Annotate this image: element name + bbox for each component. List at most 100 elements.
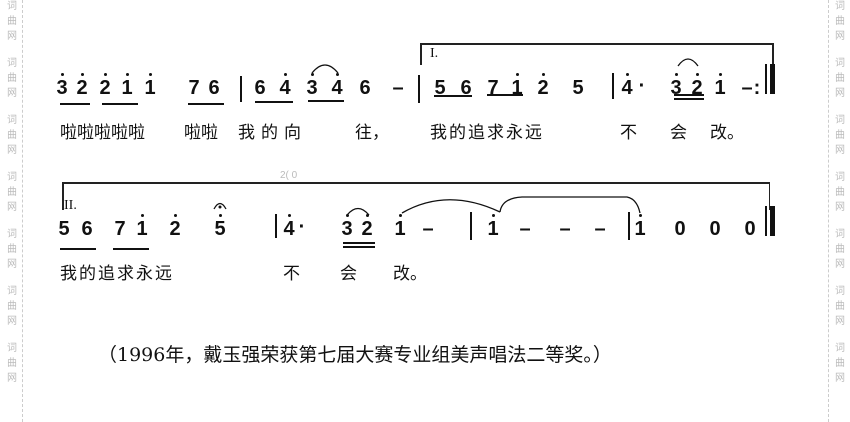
barline — [470, 212, 472, 240]
dash: – — [392, 77, 404, 99]
barline — [240, 76, 242, 102]
barline — [765, 64, 767, 94]
watermark-char: 曲 — [7, 358, 17, 369]
note: 5 — [434, 77, 446, 99]
lyric: 会 — [670, 123, 687, 143]
watermark-char: 网 — [835, 88, 845, 99]
watermark-char: 曲 — [835, 301, 845, 312]
note: 3 — [56, 73, 68, 99]
beam — [255, 101, 293, 103]
watermark-char: 网 — [7, 316, 17, 327]
note: 1 — [136, 214, 148, 240]
note: 1 — [634, 214, 646, 240]
watermark-char: 曲 — [835, 73, 845, 84]
watermark-char: 曲 — [835, 244, 845, 255]
beam — [343, 242, 375, 244]
tie — [401, 196, 641, 214]
slur — [346, 207, 370, 216]
note: 6 — [359, 77, 371, 99]
watermark-char: 词 — [7, 229, 17, 240]
note: 6 — [81, 218, 93, 240]
lyric: 啦啦 — [184, 123, 218, 143]
fermata-icon — [213, 202, 227, 210]
watermark-char: 曲 — [835, 16, 845, 27]
note: 2 — [361, 214, 373, 240]
watermark-char: 词 — [7, 172, 17, 183]
slur — [677, 58, 699, 67]
watermark-char: 网 — [835, 316, 845, 327]
watermark-char: 词 — [7, 1, 17, 12]
note: 1 — [144, 73, 156, 99]
lyric: 改。 — [710, 123, 744, 143]
watermark-char: 网 — [835, 373, 845, 384]
beam — [674, 98, 704, 100]
note: 2 — [169, 214, 181, 240]
watermark-char: 网 — [7, 145, 17, 156]
watermark-char: 词 — [835, 1, 845, 12]
barline — [418, 75, 420, 103]
barline — [275, 214, 277, 238]
note: 1 — [487, 214, 499, 240]
watermark-char: 词 — [7, 343, 17, 354]
watermark-char: 网 — [835, 145, 845, 156]
watermark-char: 词 — [7, 115, 17, 126]
note: 1 — [121, 73, 133, 99]
beam — [60, 103, 90, 105]
lyric: 我的向 — [238, 123, 307, 143]
watermark-char: 网 — [835, 259, 845, 270]
beam — [188, 103, 224, 105]
beam — [308, 100, 344, 102]
beam — [434, 95, 472, 97]
note: 1 — [714, 73, 726, 99]
watermark-char: 曲 — [835, 130, 845, 141]
caption: （1996年，戴玉强荣获第七届大赛专业组美声唱法二等奖。） — [98, 344, 612, 366]
watermark-right: 词曲网 词曲网 词曲网 词曲网 词曲网 词曲网 词曲网 — [832, 0, 848, 387]
watermark-char: 曲 — [835, 358, 845, 369]
beam — [674, 94, 704, 96]
note: 7 — [188, 77, 200, 99]
watermark-char: 曲 — [7, 187, 17, 198]
note: 2 — [537, 73, 549, 99]
lyric: 我的追求永远 — [430, 123, 544, 143]
dot: · — [298, 216, 306, 238]
beam — [487, 94, 523, 96]
lyric: 不 — [283, 264, 300, 284]
barline-thick — [770, 206, 775, 236]
beam — [343, 246, 375, 248]
note: 6 — [460, 77, 472, 99]
volta-bracket-1 — [420, 43, 774, 65]
watermark-char: 曲 — [7, 16, 17, 27]
watermark-char: 曲 — [7, 73, 17, 84]
barline-thick — [770, 64, 775, 94]
note: 0 — [674, 218, 686, 240]
note: 0 — [709, 218, 721, 240]
watermark-char: 曲 — [835, 187, 845, 198]
note: 2 — [76, 73, 88, 99]
lyric: 啦啦啦啦啦 — [60, 123, 145, 143]
note: 4 — [621, 73, 633, 99]
beam — [60, 248, 96, 250]
volta-label: I. — [430, 46, 439, 61]
note: 1 — [511, 73, 523, 99]
watermark-char: 词 — [835, 343, 845, 354]
note: 2 — [691, 73, 703, 99]
note: 7 — [487, 77, 499, 99]
watermark-char: 词 — [835, 58, 845, 69]
watermark-char: 网 — [7, 202, 17, 213]
lyric: 我的追求永远 — [60, 264, 174, 284]
note: 3 — [306, 73, 318, 99]
dot: · — [638, 75, 646, 97]
volta-label: II. — [64, 198, 77, 213]
watermark-left: 词曲网 词曲网 词曲网 词曲网 词曲网 词曲网 词曲网 — [4, 0, 20, 387]
margin-line-right — [828, 0, 829, 422]
note: 7 — [114, 218, 126, 240]
faint-mark: 2( 0 — [280, 170, 298, 181]
note: 4 — [331, 73, 343, 99]
watermark-char: 网 — [7, 259, 17, 270]
dash: – — [741, 77, 753, 99]
dash: – — [422, 218, 434, 240]
barline — [765, 206, 767, 236]
barline — [628, 212, 630, 240]
note: 5 — [214, 214, 226, 240]
